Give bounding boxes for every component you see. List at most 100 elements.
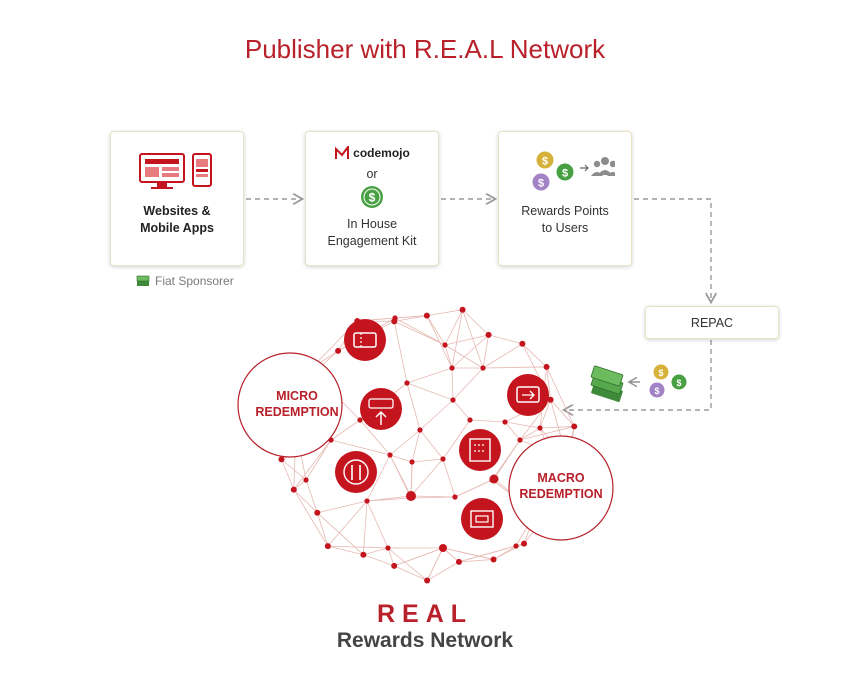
network-link [452, 399, 471, 421]
network-link [330, 439, 391, 456]
network-link [293, 439, 332, 490]
network-link [504, 421, 521, 441]
flight-ticket-icon [507, 374, 549, 416]
svg-text:$: $ [542, 156, 548, 168]
mobile-icon [192, 153, 212, 187]
network-link [389, 429, 421, 456]
websites-line2: Mobile Apps [140, 221, 214, 235]
network-link [393, 321, 408, 384]
svg-text:$: $ [654, 386, 659, 396]
network-node [442, 342, 448, 348]
websites-line1: Websites & [143, 204, 211, 218]
network-link [389, 454, 413, 463]
connector-rewards-to-repac [634, 198, 711, 301]
network-link [317, 512, 364, 556]
network-node [467, 417, 473, 423]
codemojo-logo: codemojo [306, 146, 438, 160]
network-node [449, 365, 455, 371]
network-link [482, 366, 547, 369]
network-link [419, 399, 454, 431]
network-link [389, 454, 412, 497]
network-node [452, 494, 458, 500]
network-node [450, 397, 456, 403]
network-link [444, 309, 463, 346]
network-link [327, 545, 389, 549]
network-link [452, 367, 484, 401]
network-link [546, 366, 551, 400]
network-link [454, 478, 495, 498]
rewards-line2: to Users [541, 221, 589, 235]
engagement-card: codemojo or $ In House Engagement Kit [305, 131, 439, 266]
micro-line1: MICRO [276, 389, 318, 403]
network-node [489, 474, 499, 484]
network-link [504, 421, 541, 429]
network-link [363, 547, 389, 556]
network-link [444, 344, 453, 369]
network-node [385, 545, 391, 551]
svg-text:$: $ [369, 191, 376, 205]
svg-text:$: $ [658, 368, 663, 378]
macro-line1: MACRO [537, 471, 584, 485]
network-link [410, 458, 444, 497]
network-link [317, 500, 368, 514]
network-link [493, 439, 521, 480]
network-link [482, 343, 523, 369]
subscribe-icon [360, 388, 402, 430]
network-link [406, 367, 453, 384]
category-icons [335, 319, 549, 540]
macro-line2: REDEMPTION [519, 487, 602, 501]
fiat-sponsor: Fiat Sponsorer [136, 274, 234, 288]
network-link [458, 559, 494, 563]
network-link [394, 315, 427, 319]
network-link [327, 545, 364, 556]
network-node [406, 491, 416, 501]
network-link [305, 479, 318, 513]
building-icon [459, 429, 501, 471]
network-link [394, 547, 444, 567]
network-link [550, 399, 575, 427]
rewards-icon-group: $ $ $ [532, 151, 619, 191]
network-link [293, 489, 329, 547]
network-node [404, 380, 410, 386]
money-stack-icon [136, 275, 150, 286]
network-link [394, 320, 446, 346]
dollar-coin-icon: $ [361, 186, 383, 208]
svg-text:$: $ [538, 178, 544, 190]
network-link [387, 547, 395, 567]
network-link [394, 317, 446, 346]
money-stack-icon [590, 365, 624, 403]
network-link [539, 399, 551, 429]
network-node [485, 331, 492, 338]
network-link [442, 547, 494, 560]
network-node [357, 417, 363, 423]
network-link [426, 561, 460, 581]
network-node [391, 562, 398, 569]
network-web [281, 309, 575, 581]
network-link [394, 565, 428, 581]
repac-label: REPAC [690, 316, 734, 330]
network-link [411, 429, 421, 463]
network-link [519, 427, 541, 441]
network-link [362, 500, 368, 555]
network-node [423, 312, 430, 319]
network-node [335, 347, 342, 354]
network-node [314, 509, 321, 516]
network-title: REAL [376, 600, 474, 628]
network-node [417, 427, 423, 433]
network-node [290, 486, 297, 493]
network-link [406, 382, 421, 431]
connector-repac-to-network [565, 340, 712, 410]
network-link [522, 343, 547, 368]
micro-line2: REDEMPTION [255, 405, 338, 419]
websites-card: Websites & Mobile Apps [110, 131, 244, 266]
network-link [366, 500, 389, 549]
network-node [459, 306, 466, 313]
codemojo-brand: codemojo [353, 146, 410, 160]
network-link [410, 495, 456, 498]
network-link [462, 309, 489, 336]
network-link [444, 344, 484, 369]
network-node [303, 477, 309, 483]
page-title: Publisher with R.E.A.L Network [244, 34, 606, 64]
rewards-line1: Rewards Points [521, 204, 609, 218]
